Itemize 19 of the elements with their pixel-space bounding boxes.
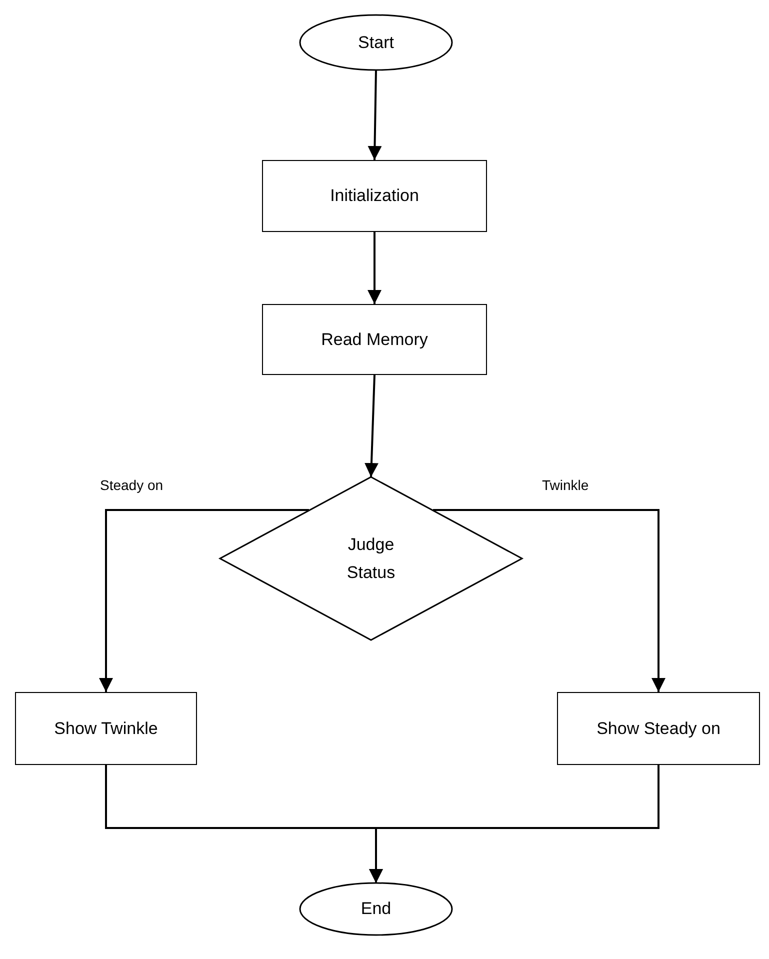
arrow [369, 765, 660, 883]
node-label: Start [358, 32, 394, 54]
arrow [368, 232, 382, 304]
node-label: Show Steady on [596, 718, 720, 740]
arrow [364, 374, 378, 478]
arrow [368, 70, 382, 160]
process-box [15, 692, 197, 765]
arrow [99, 509, 309, 692]
node-label: Judge Status [346, 534, 396, 584]
node-label: End [360, 898, 392, 920]
arrow [433, 509, 666, 692]
edge-label: Steady on [100, 478, 164, 492]
process-box [262, 304, 487, 375]
node-label: Show Twinkle [54, 718, 158, 740]
node-label: Read Memory [321, 328, 428, 350]
edge-label: Twinkle [542, 478, 589, 492]
process-box [262, 160, 487, 232]
process-box [557, 692, 760, 765]
node-label: Initialization [330, 185, 419, 207]
